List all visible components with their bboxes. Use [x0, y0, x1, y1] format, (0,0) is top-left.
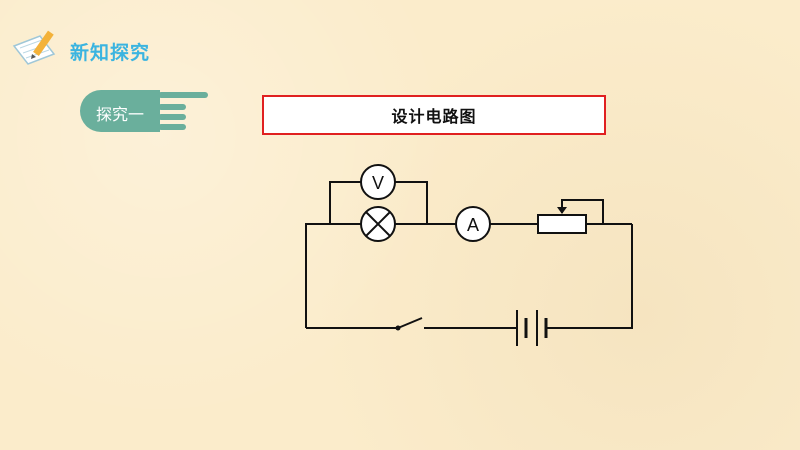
notebook-pencil-icon [12, 30, 56, 65]
section-title: 新知探究 [70, 42, 151, 64]
tag-finger [158, 114, 186, 120]
wire-voltmeter-right [395, 181, 428, 224]
ammeter-label: A [467, 215, 479, 235]
tag-finger [158, 92, 208, 98]
wire-voltmeter-left [329, 181, 361, 224]
exploration-tag: 探究一 [80, 90, 210, 132]
rheostat [537, 199, 604, 234]
wire-right [546, 224, 633, 329]
ammeter: A [455, 206, 491, 242]
tag-finger [158, 104, 186, 110]
tag-finger [158, 124, 186, 130]
wire-left [305, 223, 330, 328]
battery [516, 310, 548, 346]
heading-text: 设计电路图 [391, 107, 477, 126]
lamp [360, 206, 396, 242]
heading-box: 设计电路图 [262, 95, 606, 135]
switch [395, 317, 423, 331]
tag-label: 探究一 [96, 105, 145, 124]
voltmeter-label: V [372, 173, 384, 193]
tag-body [80, 90, 160, 132]
voltmeter: V [360, 164, 396, 200]
